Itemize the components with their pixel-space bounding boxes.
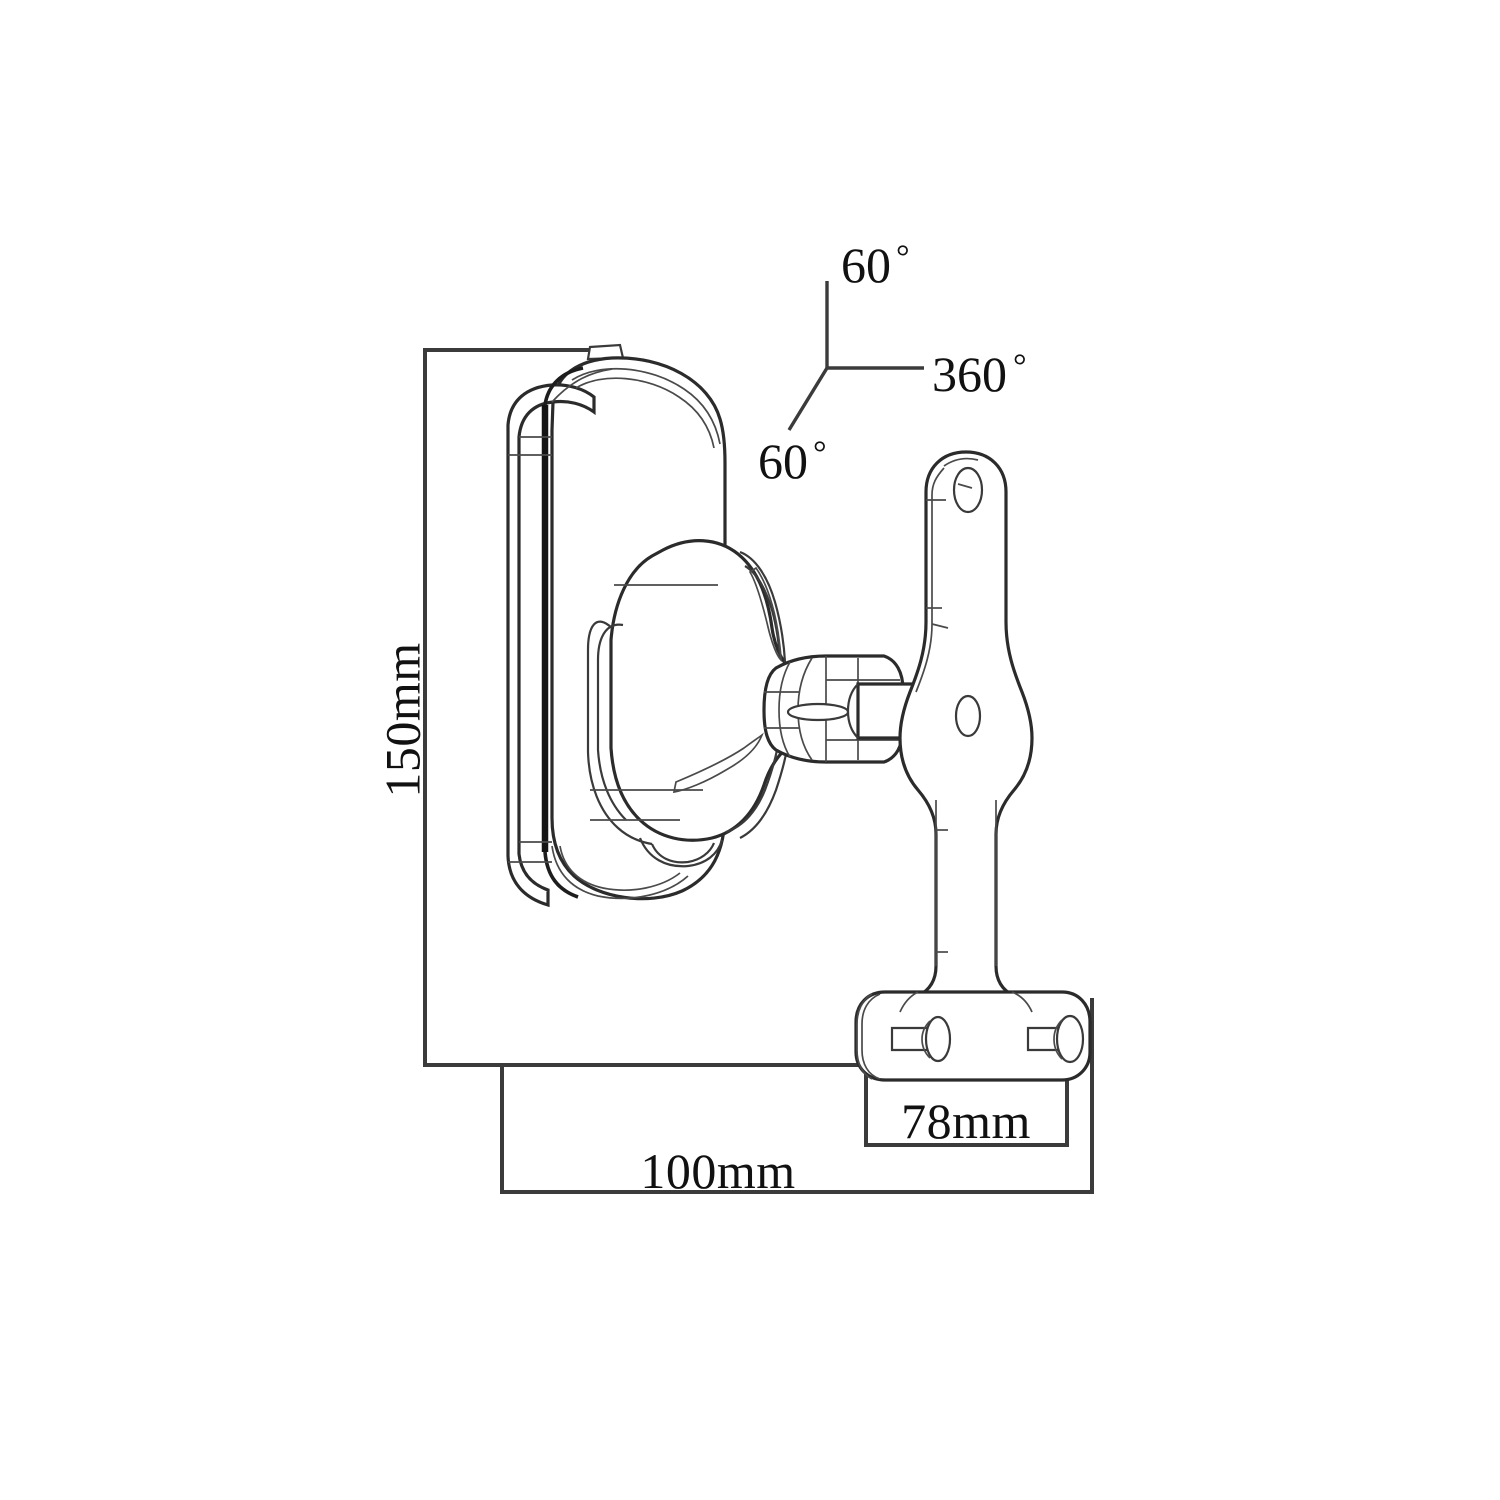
speaker-edge-shadow-bottom: [543, 851, 579, 899]
tilt-up-degree-symbol: °: [896, 239, 910, 276]
axis-diagonal-down-left: [787, 367, 829, 431]
bracket-top-hole-detail: [957, 483, 973, 489]
base-bolt-left-shank: [890, 1026, 932, 1052]
dimension-lines: [423, 348, 1094, 1194]
height-label-group: 150mm: [374, 642, 430, 797]
knob-bottom-boss: [638, 837, 724, 868]
bracket-rail-tick-3: [931, 623, 949, 629]
hub-shaft-cap: [846, 683, 859, 739]
base-bolt-left-head: [924, 1015, 952, 1063]
angle-axis-indicator: [787, 281, 924, 431]
knob-upper-rib-outer: [739, 550, 787, 663]
tilt-down-degree-symbol: °: [813, 435, 827, 472]
knob-left-lobe-inner: [596, 623, 627, 821]
bracket-head-arc: [943, 457, 979, 467]
base-plate-body: [856, 992, 1090, 1080]
knob-lower-rib-inner: [725, 749, 779, 834]
tilt-down-angle-label: 60: [758, 433, 808, 489]
tilt-up-angle-label: 60: [841, 237, 891, 293]
base-plate-arm-fillet-right: [1011, 991, 1033, 1013]
depth-dimension-label: 100mm: [640, 1143, 795, 1199]
swivel-degree-symbol: °: [1013, 348, 1027, 385]
speaker-shoulder-fold: [551, 368, 613, 403]
swivel-angle-label-group: 360 °: [932, 346, 1027, 402]
base-bolt-left: [890, 1015, 952, 1063]
base-bolt-left-head-edge: [921, 1020, 931, 1059]
hub-facet-a: [778, 661, 791, 758]
knob-left-lobe-outer: [586, 620, 653, 846]
knob-upper-slot: [748, 566, 782, 663]
base-bolt-right-head: [1055, 1014, 1085, 1064]
knob-upper-rib-inner: [744, 565, 782, 659]
height-dimension-label: 150mm: [374, 642, 430, 797]
hub-center-slot: [786, 702, 850, 722]
speaker-bottom-arc-a: [551, 845, 689, 900]
base-width-dimension-label: 78mm: [901, 1093, 1031, 1149]
wall-bracket-arm: [900, 452, 1032, 996]
tilt-up-angle-label-group: 60 °: [841, 237, 910, 293]
speaker-edge-shadow-top: [543, 366, 584, 406]
base-plate-left-edge-2: [856, 993, 873, 1080]
base-bolt-right-head-edge: [1053, 1019, 1063, 1060]
base-bolt-right: [1026, 1014, 1085, 1064]
bracket-top-mounting-hole: [952, 466, 984, 514]
speaker-top-grille-arc-2: [575, 377, 715, 449]
wall-bracket-base-plate: [856, 992, 1090, 1080]
swivel-angle-label: 360: [932, 346, 1007, 402]
knob-bottom-boss-inner: [650, 842, 716, 864]
base-plate-arm-fillet-left: [899, 991, 919, 1013]
speaker-bottom-arc-b: [559, 845, 681, 891]
knob-lower-slot: [672, 732, 764, 794]
base-plate-left-edge: [861, 993, 881, 1080]
tilt-down-angle-label-group: 60 °: [758, 433, 827, 489]
speaker-top-grille-arc: [571, 367, 721, 445]
three-lobe-adjustment-knob: [586, 541, 806, 868]
bracket-mid-mounting-hole: [954, 694, 982, 738]
